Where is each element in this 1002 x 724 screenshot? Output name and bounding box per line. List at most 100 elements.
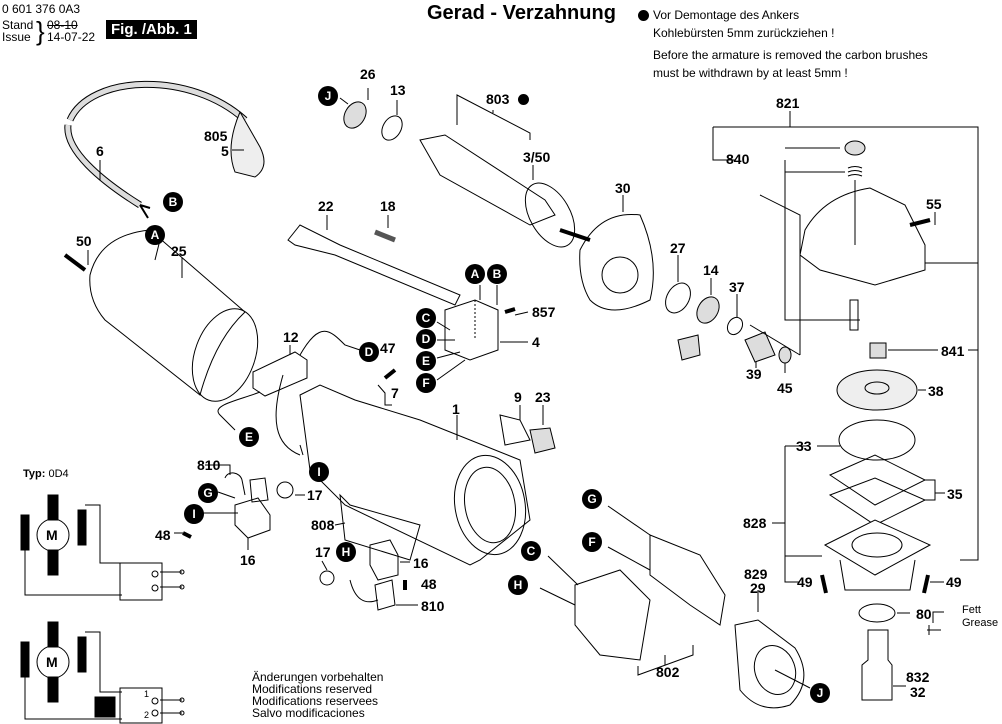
cap-840	[844, 140, 866, 156]
part-label-55: 55	[926, 196, 942, 212]
part-label-821: 821	[776, 95, 800, 111]
footer-line-es: Salvo modificaciones	[252, 706, 365, 720]
part-label-22: 22	[318, 198, 334, 214]
part-label-35: 35	[947, 486, 963, 502]
connector-marker-a: A	[465, 264, 485, 284]
wiring-diagram-1	[20, 494, 185, 601]
part-label-857: 857	[532, 304, 556, 320]
page-title: Gerad - Verzahnung	[427, 2, 616, 24]
part-label-49-right: 49	[946, 574, 962, 590]
type-value: 0D4	[48, 468, 69, 480]
part-label-810-lower: 810	[421, 598, 445, 614]
gasket-35	[828, 454, 927, 526]
part-label-841: 841	[941, 343, 965, 359]
part-label-49-left: 49	[797, 574, 813, 590]
washer-80	[858, 603, 896, 623]
part-label-18: 18	[380, 198, 396, 214]
gear-housing	[799, 187, 926, 286]
part-label-80: 80	[916, 606, 932, 622]
type-designation: Typ: 0D4	[23, 468, 69, 480]
bearing-26	[343, 101, 367, 129]
seal-27	[665, 282, 691, 314]
bullet-icon	[518, 94, 529, 105]
note-en-2: must be withdrawn by at least 5mm !	[653, 66, 848, 80]
o-ring-33	[838, 419, 916, 461]
suppressor-capacitor	[217, 330, 361, 456]
motor-housing-cover	[89, 229, 259, 402]
part-label-828: 828	[743, 515, 767, 531]
motor-housing	[299, 384, 531, 566]
part-label-14: 14	[703, 262, 719, 278]
connector-marker-c: C	[416, 308, 436, 328]
part-label-13: 13	[390, 82, 406, 98]
power-cord	[64, 80, 248, 219]
part-label-7: 7	[391, 385, 399, 401]
connector-marker-g: G	[198, 483, 218, 503]
bearing-flange	[823, 519, 932, 591]
connector-marker-j: J	[318, 86, 338, 106]
bevel-gear-38	[836, 369, 918, 411]
bullet-icon	[638, 10, 649, 21]
part-label-47: 47	[380, 340, 396, 356]
field-coil-left	[574, 569, 651, 661]
part-label-16: 16	[240, 552, 256, 568]
motor-symbol-2: M	[46, 654, 58, 670]
brush-holder-lower	[319, 539, 399, 611]
part-label-17: 17	[307, 487, 323, 503]
connector-marker-d: D	[359, 342, 379, 362]
part-label-16-lower: 16	[413, 555, 429, 571]
switch-position-1: 1	[144, 689, 150, 699]
part-label-50: 50	[76, 233, 92, 249]
part-label-26: 26	[360, 66, 376, 82]
part-label-27: 27	[670, 240, 686, 256]
part-label-12: 12	[283, 329, 299, 345]
footer-line-de: Änderungen vorbehalten	[252, 670, 384, 684]
part-label-32: 32	[910, 684, 926, 700]
part-label-9: 9	[514, 389, 522, 405]
stand-value: 08-10	[47, 18, 78, 32]
connector-marker-h: H	[508, 575, 528, 595]
part-label-803: 803	[486, 91, 510, 107]
spindle-32	[861, 629, 893, 701]
brush-holder-upper	[224, 472, 294, 539]
part-label-808: 808	[311, 517, 335, 533]
issue-label: Issue	[2, 30, 31, 44]
part-label-25: 25	[171, 243, 187, 259]
part-label-5: 5	[221, 143, 229, 159]
grease-label-de: Fett	[962, 604, 981, 616]
connector-marker-h: H	[336, 542, 356, 562]
wiring-diagram-2	[20, 621, 185, 724]
switch	[444, 299, 499, 361]
part-label-17-lower: 17	[315, 544, 331, 560]
part-label-840: 840	[726, 151, 750, 167]
part-label-1: 1	[452, 401, 460, 417]
part-label-802: 802	[656, 664, 680, 680]
brace-icon: }	[36, 16, 45, 46]
connector-marker-j: J	[810, 683, 830, 703]
needle-sleeve-841	[869, 342, 887, 359]
armature	[419, 134, 591, 248]
part-label-29: 29	[750, 580, 766, 596]
part-label-48-lower: 48	[421, 576, 437, 592]
part-label-829: 829	[744, 566, 768, 582]
connector-marker-f: F	[416, 373, 436, 393]
plug	[230, 110, 265, 178]
field-coil-right	[649, 534, 726, 626]
connector-marker-d: D	[416, 329, 436, 349]
pinion-39	[744, 331, 776, 363]
footer-line-fr: Modifications reservees	[252, 694, 379, 708]
part-label-30: 30	[615, 180, 631, 196]
air-guide-ring	[579, 213, 654, 311]
washer-37	[726, 316, 744, 336]
part-label-3-50: 3/50	[523, 149, 551, 165]
connector-marker-i: I	[184, 504, 204, 524]
footer-line-en: Modifications reserved	[252, 682, 373, 696]
part-label-45: 45	[777, 380, 793, 396]
switch-rod	[287, 224, 461, 306]
connector-marker-a: A	[145, 225, 165, 245]
part-label-38: 38	[928, 383, 944, 399]
part-label-4: 4	[532, 334, 540, 350]
stand-label: Stand	[2, 18, 34, 32]
figure-label: Fig. /Abb. 1	[106, 20, 197, 39]
